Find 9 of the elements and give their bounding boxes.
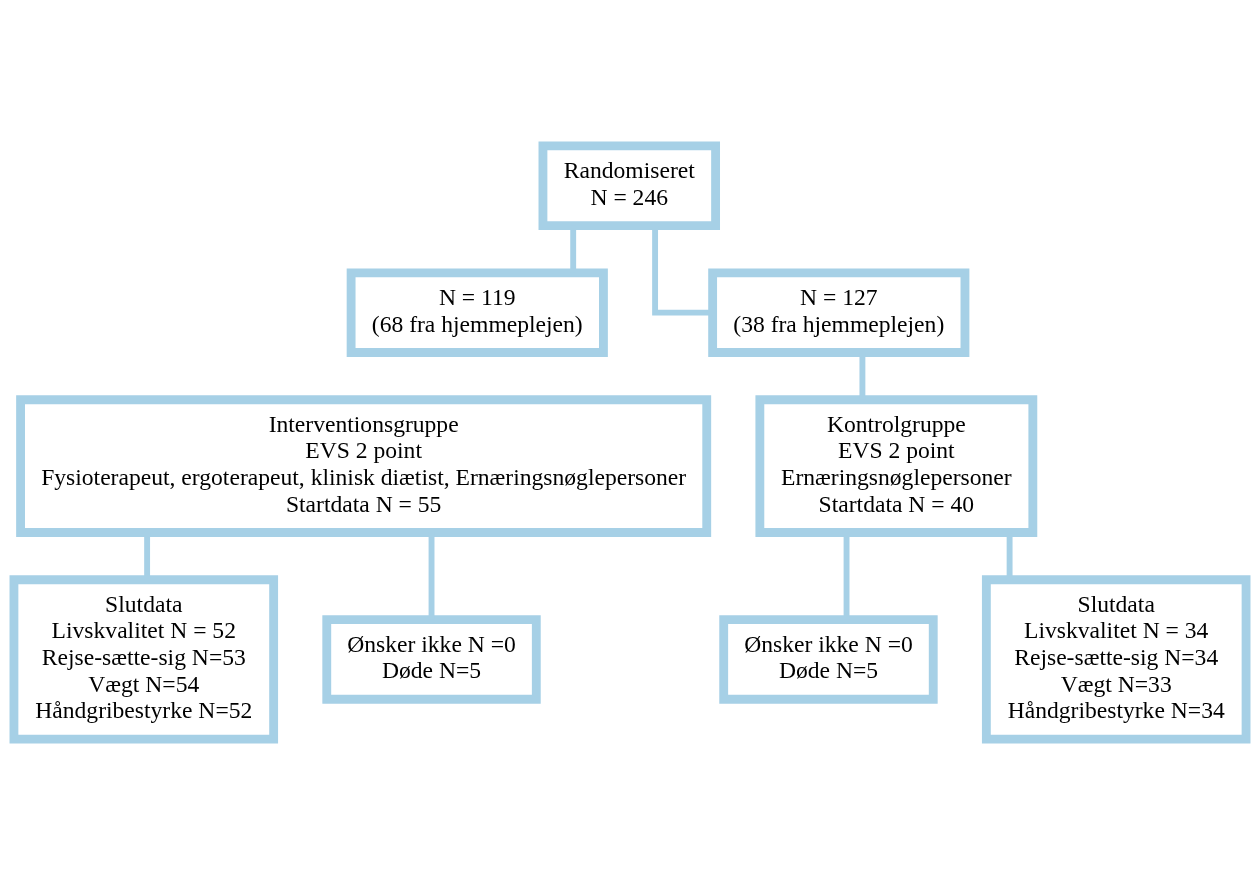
- node-box: Randomiseret N = 246: [538, 141, 720, 230]
- node-box: Ønsker ikke N =0 Døde N=5: [322, 615, 541, 704]
- node-box: N = 127 (38 fra hjemmeplejen): [708, 268, 970, 357]
- node-box: Interventionsgruppe EVS 2 point Fysioterapeut, ergoterapeut, klinisk diætist, Ernæringsnøglepersoner Startdata N = 55: [16, 395, 712, 537]
- node-box: Slutdata Livskvalitet N = 52 Rejse-sætte-sig N=53 Vægt N=54 Håndgribestyrke N=52: [9, 575, 279, 744]
- node-box: Ønsker ikke N =0 Døde N=5: [719, 615, 938, 704]
- node-box: N = 119 (68 fra hjemmeplejen): [346, 268, 608, 357]
- node-box: Slutdata Livskvalitet N = 34 Rejse-sætte-sig N=34 Vægt N=33 Håndgribestyrke N=34: [981, 575, 1251, 744]
- node-box: Kontrolgruppe EVS 2 point Ernæringsnøglepersoner Startdata N = 40: [755, 395, 1038, 537]
